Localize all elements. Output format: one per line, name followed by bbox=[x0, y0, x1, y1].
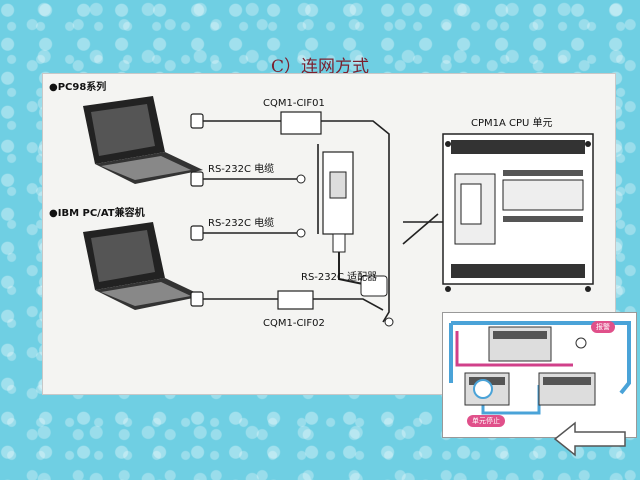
label-ibm: ●IBM PC/AT兼容机 bbox=[49, 208, 145, 219]
cif01-unit bbox=[280, 111, 322, 135]
cable-connector-icon bbox=[384, 317, 394, 327]
cables bbox=[203, 120, 439, 323]
cable-connector-icon bbox=[190, 113, 204, 307]
alarm-badge: 报警 bbox=[591, 321, 615, 333]
label-cif02: CQM1-CIF02 bbox=[263, 318, 325, 329]
label-rs232c-cable-2: RS-232C 电缆 bbox=[208, 218, 275, 229]
cable-connector-icon bbox=[296, 228, 306, 238]
laptop-icon bbox=[83, 222, 203, 310]
label-pc98: ●PC98系列 bbox=[49, 82, 107, 93]
connection-diagram bbox=[83, 96, 594, 327]
label-cif01: CQM1-CIF01 bbox=[263, 98, 325, 109]
label-cpu-unit: CPM1A CPU 单元 bbox=[471, 118, 553, 129]
laptop-icon bbox=[83, 96, 203, 184]
cable-connector-icon bbox=[296, 174, 306, 184]
nav-arrow-icon[interactable] bbox=[551, 419, 631, 459]
plc-unit-icon bbox=[442, 133, 594, 292]
label-rs232c-adapter: RS-232C 适配器 bbox=[301, 272, 378, 283]
cif02-unit bbox=[277, 290, 314, 310]
stop-badge: 单元停止 bbox=[467, 415, 505, 427]
network-inset-diagram bbox=[449, 321, 631, 415]
slide-title: C）连网方式 bbox=[270, 57, 369, 77]
label-rs232c-cable-1: RS-232C 电缆 bbox=[208, 164, 275, 175]
network-inset: 报警 单元停止 bbox=[442, 312, 637, 438]
adapter-icon bbox=[322, 151, 388, 297]
